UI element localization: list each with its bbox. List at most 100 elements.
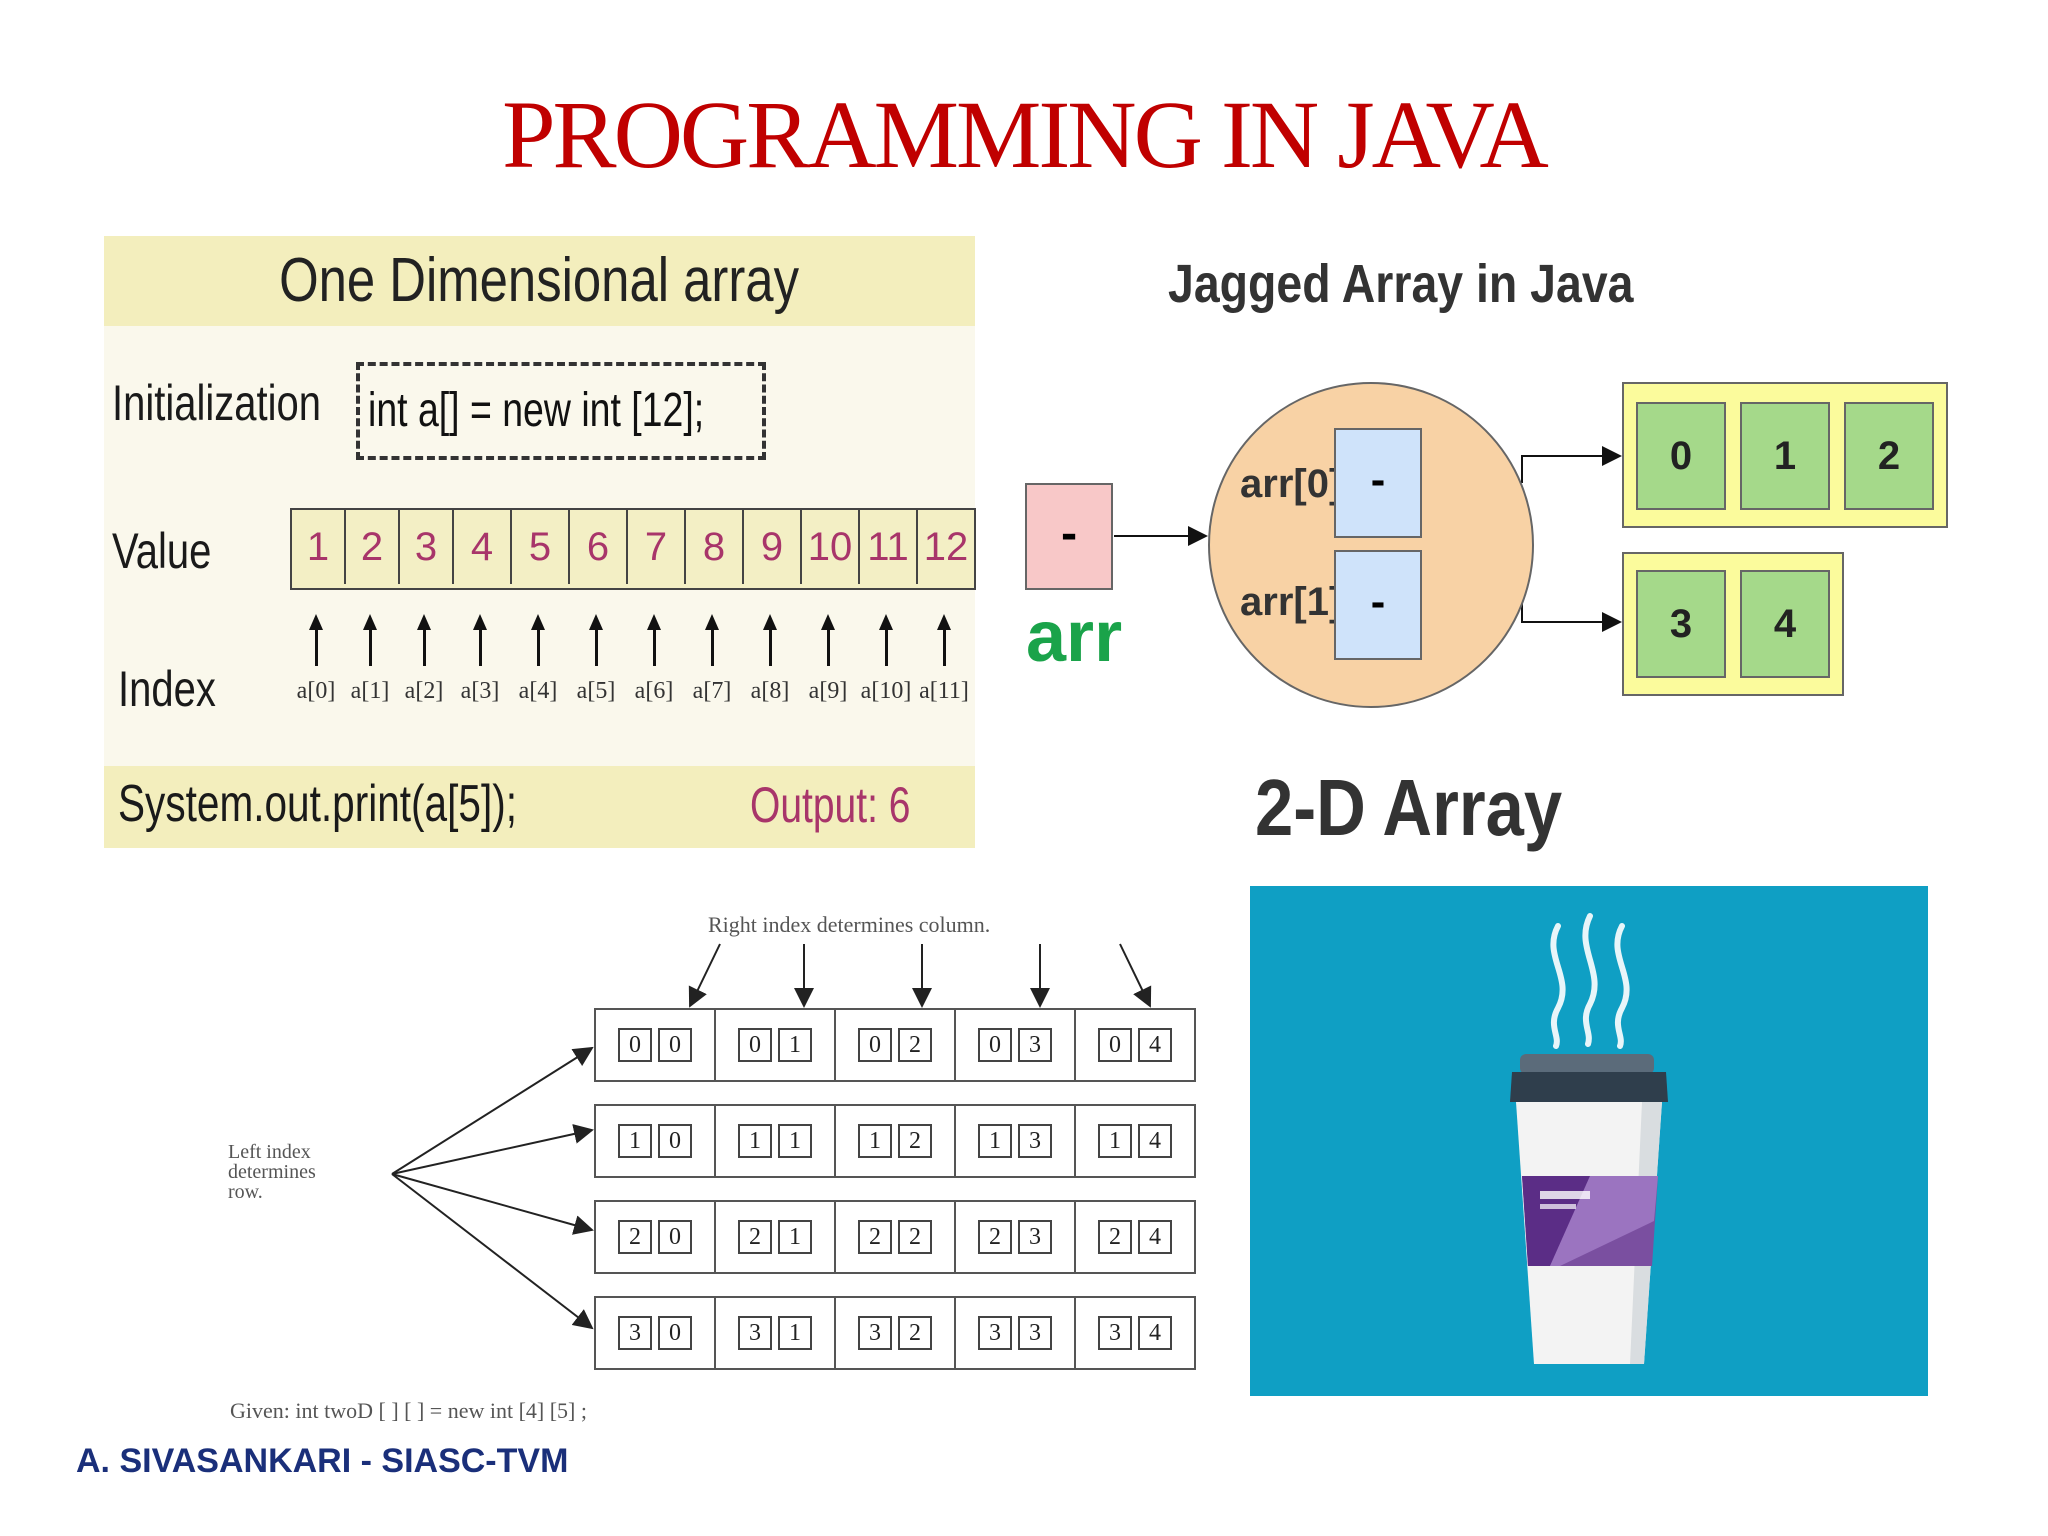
twod-index-box: 3	[1018, 1316, 1052, 1350]
one-dimensional-array-panel: One Dimensional array Initialization int…	[104, 236, 976, 848]
twod-index-box: 2	[978, 1220, 1012, 1254]
value-cell: 5	[512, 510, 570, 584]
jagged-cell-1-1: 4	[1740, 570, 1830, 678]
twod-index-box: 1	[778, 1124, 812, 1158]
twod-index-box: 4	[1138, 1124, 1172, 1158]
twod-index-box: 4	[1138, 1028, 1172, 1062]
twod-index-box: 2	[858, 1220, 892, 1254]
left-note-line-2: determines	[228, 1161, 316, 1183]
value-cell: 6	[570, 510, 628, 584]
index-label-item: a[1]	[350, 678, 390, 704]
twod-index-box: 3	[618, 1316, 652, 1350]
author-footer: A. SIVASANKARI - SIASC-TVM	[76, 1442, 569, 1480]
index-label: Index	[118, 660, 240, 718]
pointer-label-1: arr[1]	[1240, 580, 1343, 624]
twod-index-box: 3	[1098, 1316, 1132, 1350]
initialization-label: Initialization	[112, 374, 373, 432]
value-cell: 10	[802, 510, 860, 584]
up-arrow-icon	[763, 614, 777, 666]
twod-index-box: 4	[1138, 1316, 1172, 1350]
jagged-heading-text: Jagged Array in Java	[1168, 254, 1634, 314]
twod-index-box: 0	[978, 1028, 1012, 1062]
value-label-text: Value	[112, 523, 212, 579]
one-d-footer: System.out.print(a[5]); Output: 6	[104, 766, 975, 848]
arr-reference-box: -	[1025, 483, 1113, 590]
print-code-text: System.out.print(a[5]);	[118, 775, 517, 833]
value-cell: 11	[860, 510, 918, 584]
twod-index-box: 4	[1138, 1220, 1172, 1254]
arr-label: arr	[1026, 597, 1123, 677]
up-arrow-icon	[417, 614, 431, 666]
twod-index-box: 0	[618, 1028, 652, 1062]
up-arrow-icon	[879, 614, 893, 666]
right-index-note: Right index determines column.	[708, 912, 991, 937]
coffee-cup-illustration	[1250, 886, 1928, 1396]
twod-index-box: 2	[898, 1316, 932, 1350]
twod-index-box: 0	[738, 1028, 772, 1062]
index-label-item: a[4]	[518, 678, 558, 704]
twod-index-box: 1	[778, 1220, 812, 1254]
index-label-item: a[2]	[404, 678, 444, 704]
index-label-item: a[0]	[296, 678, 336, 704]
pointer-label-0: arr[0]	[1240, 462, 1343, 506]
twod-index-box: 1	[738, 1124, 772, 1158]
twod-index-box: 2	[898, 1124, 932, 1158]
value-cell: 8	[686, 510, 744, 584]
twod-index-box: 2	[898, 1028, 932, 1062]
twod-index-box: 2	[1098, 1220, 1132, 1254]
index-label-item: a[11]	[919, 678, 969, 704]
twod-index-box: 1	[778, 1028, 812, 1062]
left-note-line-3: row.	[228, 1181, 263, 1203]
up-arrow-icon	[647, 614, 661, 666]
left-note-line-1: Left index	[228, 1141, 311, 1163]
up-arrow-icon	[821, 614, 835, 666]
index-label-item: a[8]	[750, 678, 790, 704]
twod-index-box: 0	[658, 1220, 692, 1254]
initialization-code-text: int a[] = new int [12];	[368, 384, 705, 437]
one-d-heading-text: One Dimensional array	[279, 246, 800, 315]
jagged-heading: Jagged Array in Java	[1168, 253, 1709, 315]
twod-index-box: 1	[1098, 1124, 1132, 1158]
twod-index-box: 1	[618, 1124, 652, 1158]
output-value: Output: 6	[750, 777, 911, 833]
value-cell: 1	[292, 510, 346, 584]
index-label-item: a[9]	[808, 678, 848, 704]
twod-index-box: 2	[738, 1220, 772, 1254]
index-label-item: a[7]	[692, 678, 732, 704]
index-label-item: a[3]	[460, 678, 500, 704]
up-arrow-icon	[363, 614, 377, 666]
index-label-item: a[5]	[576, 678, 616, 704]
value-cell: 7	[628, 510, 686, 584]
value-cell: 4	[454, 510, 512, 584]
twod-index-box: 0	[658, 1316, 692, 1350]
twod-index-box: 1	[778, 1316, 812, 1350]
up-arrow-icon	[705, 614, 719, 666]
output-text: Output: 6	[750, 776, 956, 834]
up-arrow-icon	[937, 614, 951, 666]
twod-index-box: 0	[1098, 1028, 1132, 1062]
initialization-code: int a[] = new int [12];	[356, 362, 766, 460]
initialization-label-text: Initialization	[112, 375, 322, 431]
twod-index-box: 2	[618, 1220, 652, 1254]
index-label-item: a[10]	[860, 678, 912, 704]
